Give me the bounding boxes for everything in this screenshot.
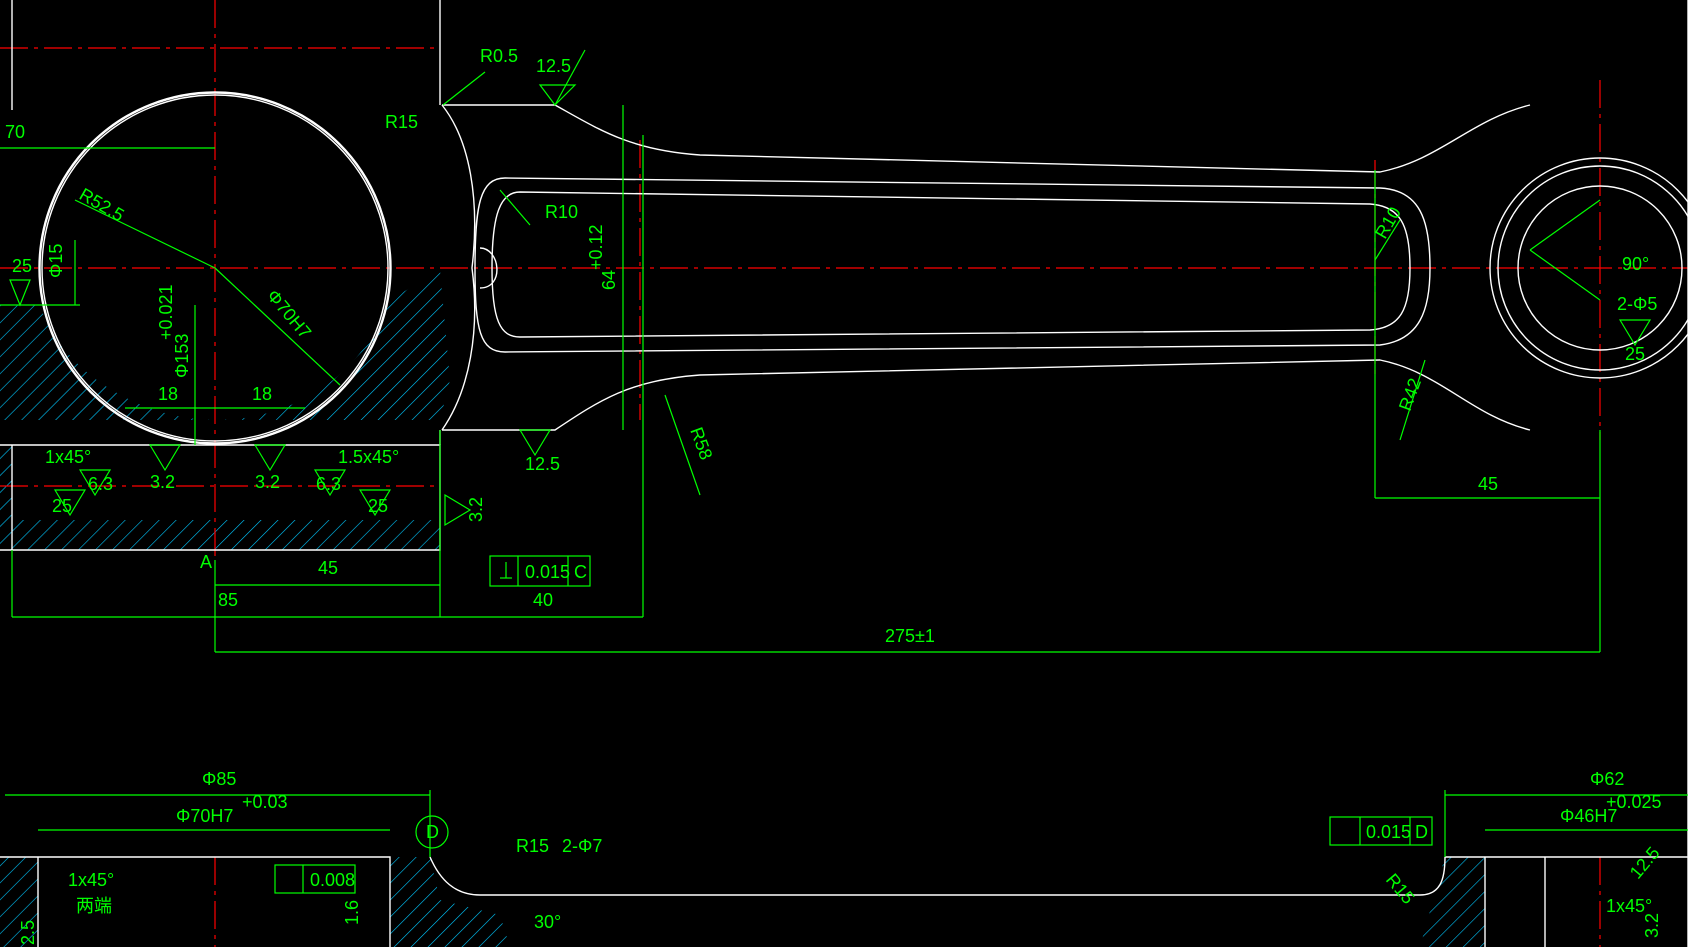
- label-datum-d: D: [426, 822, 439, 842]
- label-45-right: 45: [1478, 474, 1498, 494]
- label-angle90: 90°: [1622, 254, 1649, 274]
- label-rough-bottom: 12.5: [525, 454, 560, 474]
- label-chamfer-right: 1x45°: [1606, 896, 1652, 916]
- label-phi70h7-bot: Φ70H7: [176, 806, 233, 826]
- label-both-ends: 两端: [76, 896, 112, 916]
- label-phi70h7: Φ70H7: [263, 286, 315, 343]
- label-r16: 1.6: [342, 900, 362, 925]
- label-tol-153: +0.021: [156, 284, 176, 340]
- label-chamfer-bot: 1x45°: [68, 870, 114, 890]
- label-r05: R0.5: [480, 46, 518, 66]
- label-circ-tol: 0.008: [310, 870, 355, 890]
- label-25-left: 25: [12, 256, 32, 276]
- label-angle30: 30°: [534, 912, 561, 932]
- label-r25b: 25: [368, 496, 388, 516]
- label-r32-right: 3.2: [1642, 913, 1662, 938]
- label-r58: R58: [686, 425, 716, 463]
- label-2phi7: 2-Φ7: [562, 836, 602, 856]
- label-phi46h7: Φ46H7: [1560, 806, 1617, 826]
- label-r42: R42: [1395, 375, 1425, 413]
- label-r63b: 6.3: [316, 474, 341, 494]
- label-phi62: Φ62: [1590, 769, 1624, 789]
- label-r32c: 3.2: [466, 497, 486, 522]
- label-r15-right: R15: [1382, 870, 1419, 908]
- label-45-left: 45: [318, 558, 338, 578]
- label-r52: R52.5: [76, 184, 128, 225]
- label-2-5: 2.5: [18, 920, 38, 945]
- feature-control-frames: [274, 555, 1433, 894]
- label-tol-64: +0.12: [586, 224, 606, 270]
- label-phi15: Φ15: [46, 244, 66, 278]
- label-perp-tol: 0.015: [525, 562, 570, 582]
- dimension-lines: [0, 49, 1688, 857]
- label-70: 70: [5, 122, 25, 142]
- roughness-symbols: [9, 84, 1652, 527]
- label-width64: 64: [599, 270, 619, 290]
- label-tol-70: +0.03: [242, 792, 288, 812]
- label-datum-a: A: [200, 552, 212, 572]
- label-phi85: Φ85: [202, 769, 236, 789]
- label-par-tol: 0.015: [1366, 822, 1411, 842]
- label-r32a: 3.2: [150, 472, 175, 492]
- label-2phi5: 2-Φ5: [1617, 294, 1657, 314]
- label-phi153: Φ153: [172, 334, 192, 378]
- label-rough-top: 12.5: [536, 56, 571, 76]
- label-r32b: 3.2: [255, 472, 280, 492]
- label-18a: 18: [158, 384, 178, 404]
- label-par-ref: D: [1415, 822, 1428, 842]
- label-r15-top: R15: [385, 112, 418, 132]
- label-overall: 275±1: [885, 626, 935, 646]
- dimension-text: 70 R0.5 12.5 R15 R10 R52.5 25 Φ15 Φ70H7 …: [5, 46, 1664, 945]
- label-18b: 18: [252, 384, 272, 404]
- label-r15-bot: R15: [516, 836, 549, 856]
- label-r10-right: R10: [1371, 203, 1405, 242]
- label-r10-left: R10: [545, 202, 578, 222]
- label-tol-46: +0.025: [1606, 792, 1662, 812]
- label-85: 85: [218, 590, 238, 610]
- label-perp-ref: C: [574, 562, 587, 582]
- label-r25a: 25: [52, 496, 72, 516]
- label-chamfer1: 1x45°: [45, 447, 91, 467]
- label-r63a: 6.3: [88, 474, 113, 494]
- label-rough-r125: 12.5: [1626, 843, 1664, 883]
- label-25-right: 25: [1625, 344, 1645, 364]
- label-chamfer15: 1.5x45°: [338, 447, 399, 467]
- label-40: 40: [533, 590, 553, 610]
